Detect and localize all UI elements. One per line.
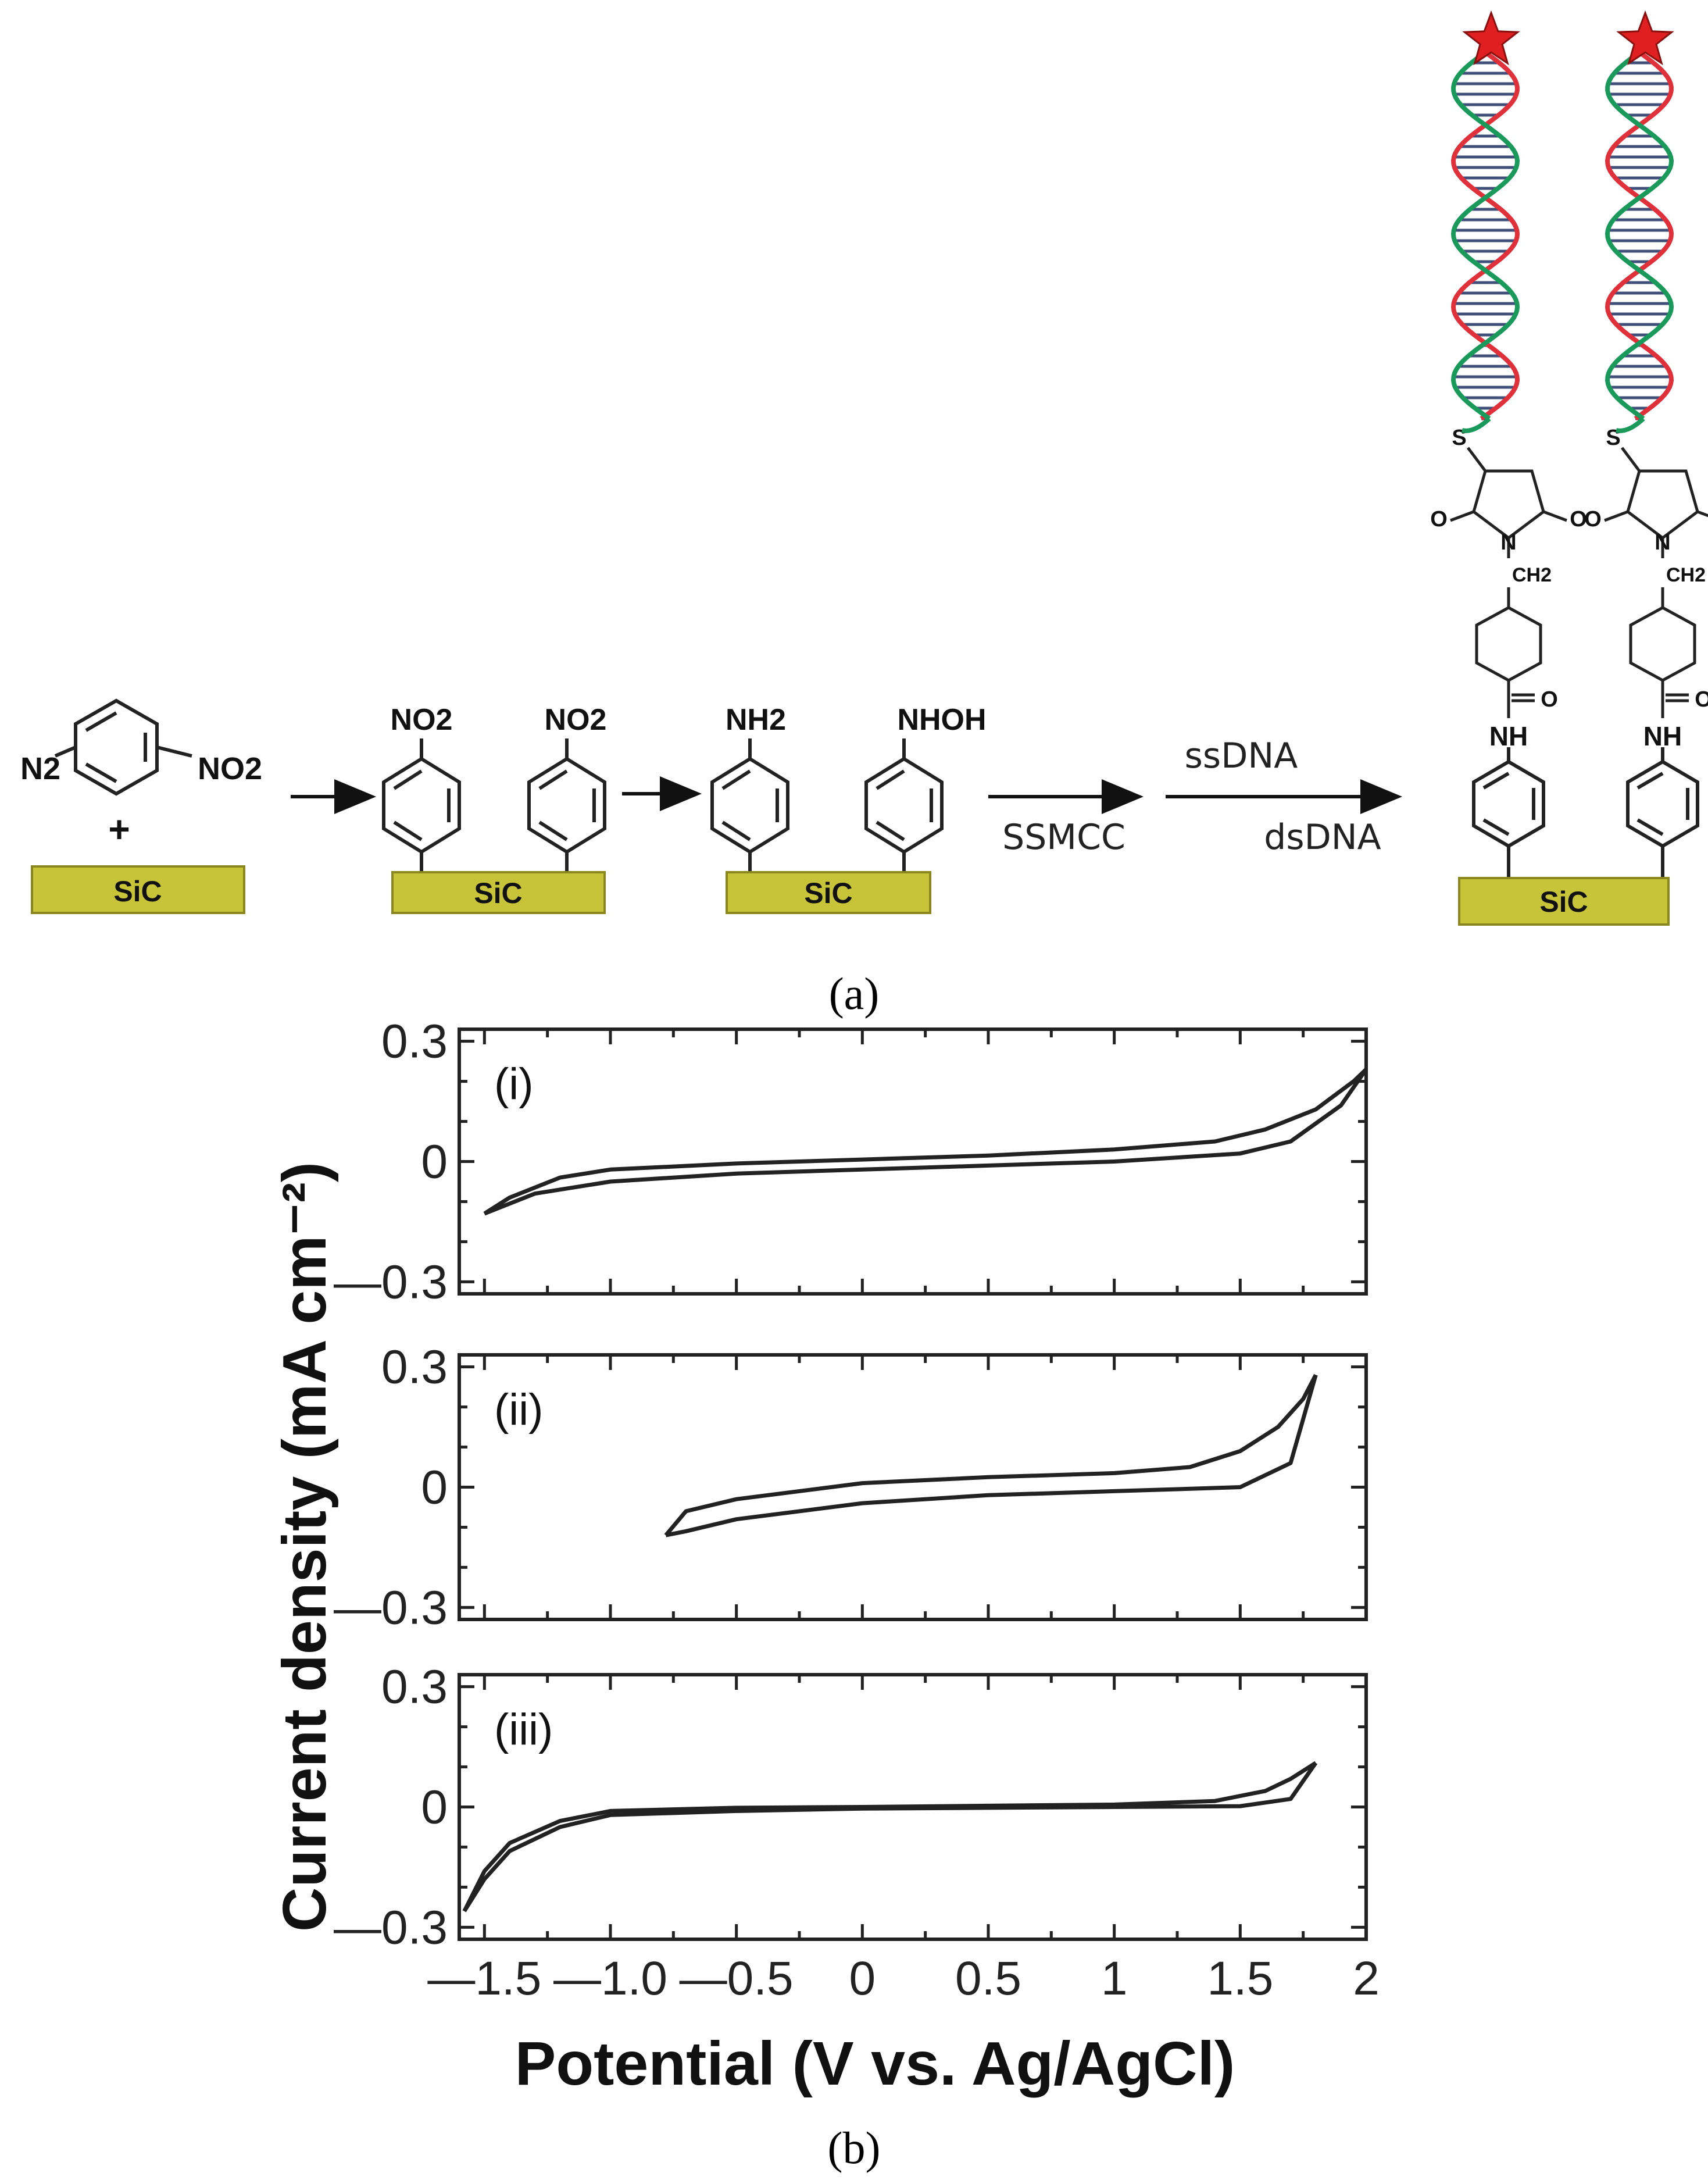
cv-trace-reverse (665, 1374, 1318, 1537)
x-tick-label: 1 (1101, 1952, 1128, 2005)
ch2-label: CH2 (1666, 564, 1706, 586)
x-tick-label: 0 (849, 1952, 876, 2005)
nh-label: NH (1489, 721, 1528, 751)
panel-tag: (i) (494, 1059, 534, 1109)
cv-panel-2: 0.3 0 —0.3 (ii) (334, 1341, 1368, 1634)
strand-red (1450, 50, 1520, 421)
amide-bond (1661, 693, 1689, 718)
dna-double-helix (1605, 50, 1674, 433)
y-tick-label: 0 (421, 1461, 448, 1514)
x-tick-label: 2 (1353, 1952, 1380, 2005)
cyclic-voltammetry-plots: 0.3 0 —0.3 (i) 0.3 0 —0.3 (ii) 0.3 0 —0.3 (iii) —1.5… (334, 1015, 1380, 2005)
y-tick-label: —0.3 (334, 1581, 448, 1634)
ch2-label: CH2 (1512, 564, 1552, 586)
amide-bond (1507, 693, 1535, 718)
panel-tag: (ii) (494, 1385, 543, 1435)
benzene-ring-icon (1626, 747, 1699, 878)
imide-o-left: O (1430, 507, 1448, 531)
x-axis-title: Potential (V vs. Ag/AgCl) (515, 2029, 1235, 2098)
tick-marks (459, 1029, 1368, 1294)
strand-tail (1616, 417, 1645, 433)
plot-frame (458, 1027, 1368, 1296)
reaction-scheme: N2 NO2 + SiC NO2 NO2 S (20, 10, 1708, 926)
panel-tag: (iii) (494, 1705, 553, 1754)
sic-substrate-4: SiC (1458, 877, 1670, 926)
cv-trace-reverse (462, 1761, 1318, 1913)
cv-trace-forward (664, 1373, 1318, 1537)
sic-label: SiC (804, 877, 852, 909)
panel-a-label: (a) (829, 968, 880, 1019)
x-tick-label: 0.5 (955, 1952, 1021, 2005)
cv-panel-1: 0.3 0 —0.3 (i) (334, 1015, 1368, 1308)
succinimide-ring-icon (1604, 447, 1708, 558)
nitro-group-1: NO2 (391, 703, 453, 737)
x-tick-label: —0.5 (680, 1952, 794, 2005)
ssmcc-label: SSMCC (1002, 817, 1125, 858)
y-tick-label: 0 (421, 1781, 448, 1834)
y-tick-label: —0.3 (334, 1255, 448, 1308)
sic-substrate-3: SiC (726, 871, 931, 914)
fluorescent-label-star-icon (1616, 10, 1674, 66)
cv-trace-forward (483, 1068, 1368, 1216)
cv-trace-reverse (484, 1068, 1368, 1216)
panel-b-label: (b) (828, 2122, 881, 2173)
sic-substrate-2: SiC (391, 871, 606, 914)
dna-double-helix (1450, 50, 1520, 433)
strand-green (1605, 50, 1674, 421)
sic-label: SiC (1539, 886, 1588, 918)
dsdna-label: dsDNA (1264, 817, 1381, 858)
sic-label: SiC (113, 875, 162, 908)
strand-red (1605, 50, 1674, 421)
imide-n-label: N (1500, 530, 1516, 555)
nitro-group-2: NO2 (545, 703, 607, 737)
succinimide-ring-icon (1450, 447, 1567, 558)
y-tick-label: —0.3 (334, 1901, 448, 1954)
nitro-label: NO2 (198, 751, 262, 786)
diazonium-label: N2 (20, 751, 60, 786)
nitrophenyl-grafted (382, 738, 606, 872)
sic-label: SiC (474, 877, 522, 909)
fluorescent-label-star-icon (1462, 10, 1520, 66)
x-tick-label: 1.5 (1207, 1952, 1273, 2005)
tick-marks (459, 1675, 1368, 1939)
y-tick-label: 0.3 (381, 1661, 448, 1714)
carbonyl-o-label: O (1541, 687, 1558, 712)
strand-tail (1462, 417, 1491, 433)
y-tick-label: 0.3 (381, 1015, 448, 1068)
reagent-diazonium-nitrobenzene: N2 NO2 + (20, 698, 262, 850)
plus-sign: + (108, 808, 130, 850)
cv-panel-3: 0.3 0 —0.3 (iii) —1.5—1.0—0.5 0 0.5 1 1.5 2 (334, 1661, 1380, 2005)
ssdna-label: ssDNA (1185, 736, 1298, 776)
strand-green (1450, 50, 1520, 421)
cv-trace-forward (462, 1761, 1317, 1913)
imide-o-left: O (1584, 507, 1602, 531)
sic-substrate-1: SiC (31, 865, 245, 914)
benzene-ring-icon (1472, 747, 1545, 878)
x-tick-label: —1.0 (553, 1952, 667, 2005)
tick-marks (459, 1355, 1368, 1619)
imide-n-label: N (1655, 530, 1670, 555)
y-axis-title: Current density (mA cm⁻²) (270, 1162, 339, 1932)
cyclohexane-ring-icon (1629, 587, 1696, 695)
amine-group: NH2 (726, 703, 786, 737)
dna-immobilized-product: NHOCH2NOOSNHOCH2NOOS (1430, 10, 1708, 878)
y-tick-label: 0 (421, 1136, 448, 1189)
imide-o-right: O (1570, 507, 1587, 531)
hydroxylamine-group: NHOH (897, 703, 986, 737)
nh-label: NH (1643, 721, 1682, 751)
carbonyl-o-label: O (1695, 687, 1708, 712)
aminophenyl-grafted (710, 738, 944, 872)
benzene-ring-icon (74, 698, 159, 796)
cyclohexane-ring-icon (1475, 587, 1542, 695)
x-tick-label: —1.5 (427, 1952, 541, 2005)
y-tick-label: 0.3 (381, 1341, 448, 1394)
